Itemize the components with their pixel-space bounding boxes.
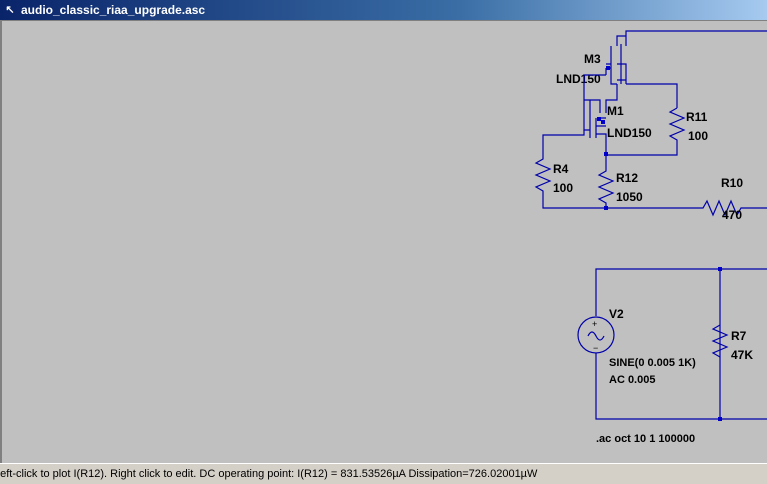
r11-name: R11 — [686, 110, 708, 124]
window-title: audio_classic_riaa_upgrade.asc — [21, 3, 206, 17]
mosfet-M3[interactable] — [606, 30, 767, 85]
ltspice-app-icon[interactable]: ↖ — [5, 4, 15, 16]
resistor-R12[interactable] — [597, 155, 615, 208]
spice-directive[interactable]: .ac oct 10 1 100000 — [596, 433, 695, 445]
m3-model: LND150 — [556, 72, 601, 86]
r7-value: 47K — [731, 348, 753, 362]
v2-ac-spec: AC 0.005 — [609, 374, 655, 386]
voltage-source-V2[interactable]: + − — [577, 316, 615, 354]
m1-name: M1 — [607, 104, 624, 118]
resistor-R10[interactable] — [606, 199, 767, 217]
r11-value: 100 — [688, 129, 708, 143]
schematic-drawing[interactable]: M3 LND150 M1 LND150 R11 100 R4 100 R12 1… — [0, 20, 767, 463]
title-bar[interactable]: ↖ audio_classic_riaa_upgrade.asc — [0, 0, 767, 20]
v2-plus-sign: + — [592, 319, 597, 329]
resistor-R11[interactable] — [606, 107, 686, 156]
r10-name: R10 — [721, 176, 743, 190]
v2-minus-sign: − — [593, 343, 598, 353]
v2-name: V2 — [609, 307, 624, 321]
r4-value: 100 — [553, 181, 573, 195]
r10-value: 470 — [722, 208, 742, 222]
resistor-R4[interactable] — [534, 130, 606, 209]
r12-value: 1050 — [616, 190, 643, 204]
m1-model: LND150 — [607, 126, 652, 140]
r12-name: R12 — [616, 171, 638, 185]
m3-name: M3 — [584, 52, 601, 66]
r4-name: R4 — [553, 162, 569, 176]
mosfet-M1[interactable] — [584, 84, 618, 155]
v2-source-spec: SINE(0 0.005 1K) — [609, 357, 696, 369]
resistor-R7[interactable] — [711, 324, 729, 358]
status-text: Left-click to plot I(R12). Right click t… — [0, 468, 538, 480]
schematic-canvas[interactable] — [0, 20, 767, 463]
status-bar: Left-click to plot I(R12). Right click t… — [0, 463, 767, 484]
r7-name: R7 — [731, 329, 747, 343]
